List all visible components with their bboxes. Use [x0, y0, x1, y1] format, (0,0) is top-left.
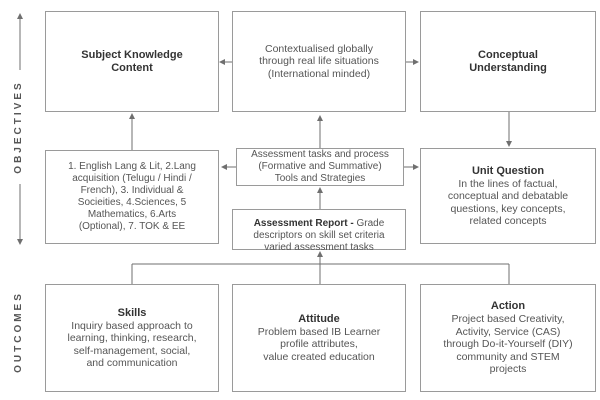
skills-text: Inquiry based approach to learning, thin… [67, 319, 197, 370]
subject-knowledge-title: Subject Knowledge Content [81, 48, 183, 74]
assessment-report-body: Grade descriptors on skill set criteria … [253, 217, 385, 253]
outcomes-label: OUTCOMES [13, 291, 24, 373]
assessment-tasks-box: Assessment tasks and process (Formative … [236, 148, 404, 186]
contextualised-box: Contextualised globally through real lif… [232, 11, 406, 112]
subjects-list-text: 1. English Lang & Lit, 2.Lang acquisitio… [68, 161, 196, 232]
skills-box: Skills Inquiry based approach to learnin… [45, 284, 219, 392]
assessment-report-box: Assessment Report - Grade descriptors on… [232, 209, 406, 253]
action-title: Action [490, 300, 526, 313]
assessment-tasks-text: Assessment tasks and process (Formative … [251, 149, 389, 184]
unit-question-title: Unit Question [471, 164, 545, 177]
unit-question-box: Unit Question In the lines of factual, c… [420, 148, 596, 244]
skills-title: Skills [117, 306, 147, 319]
unit-question-text: In the lines of factual, conceptual and … [447, 177, 569, 228]
attitude-text: Problem based IB Learner profile attribu… [257, 325, 381, 363]
action-text: Project based Creativity, Activity, Serv… [443, 313, 573, 376]
objectives-label: OBJECTIVES [13, 80, 24, 174]
conceptual-title: Conceptual Understanding [469, 48, 547, 74]
subjects-list-box: 1. English Lang & Lit, 2.Lang acquisitio… [45, 150, 219, 244]
conceptual-box: Conceptual Understanding [420, 11, 596, 112]
contextualised-text: Contextualised globally through real lif… [259, 42, 379, 80]
action-box: Action Project based Creativity, Activit… [420, 284, 596, 392]
attitude-box: Attitude Problem based IB Learner profil… [232, 284, 406, 392]
attitude-title: Attitude [298, 312, 340, 325]
assessment-report-title: Assessment Report - [253, 217, 354, 229]
subject-knowledge-box: Subject Knowledge Content [45, 11, 219, 112]
assessment-report-text: Assessment Report - Grade descriptors on… [253, 206, 384, 254]
